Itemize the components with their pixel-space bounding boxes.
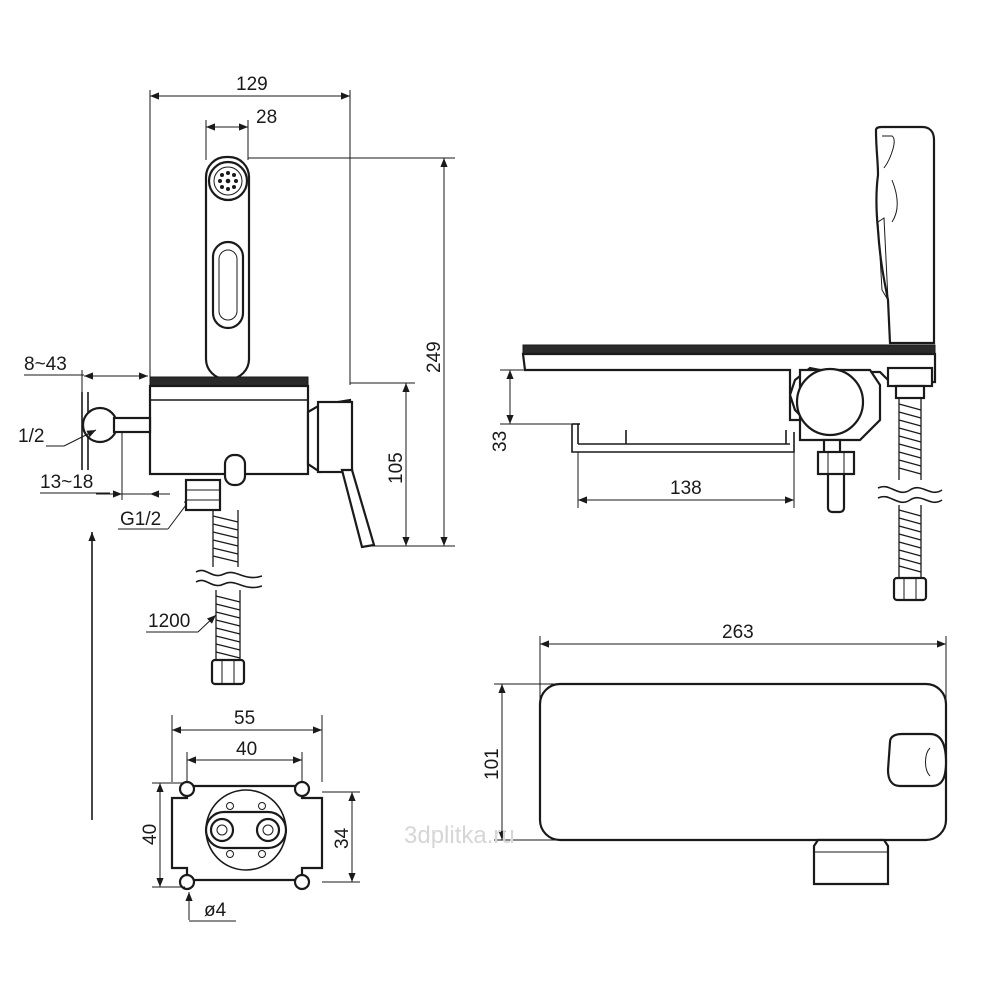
top-view-body: [538, 682, 948, 842]
g1-2-label: G1/2: [120, 509, 161, 530]
tray: [571, 424, 795, 453]
inlet-hole-left: [209, 817, 235, 843]
dim-34-label: 34: [332, 827, 353, 849]
side-hose: [877, 398, 943, 602]
spray-head-side: [874, 125, 936, 345]
dim-263-label: 263: [722, 622, 754, 643]
shelf-side: [522, 344, 936, 355]
dim-129-label: 129: [236, 74, 268, 95]
dim-1200-label: 1200: [148, 611, 190, 632]
hose-nut-top: [184, 478, 222, 512]
dim-101-label: 101: [482, 748, 503, 780]
dim-138-label: 138: [670, 478, 702, 499]
dim-28-label: 28: [256, 107, 277, 128]
nozzle-holes: [218, 171, 238, 191]
top-view: 263 101 3dplitka.ru: [404, 622, 948, 886]
dim-33-label: 33: [490, 431, 511, 452]
cartridge-circle: [795, 367, 865, 437]
inlet-hole-right: [255, 817, 281, 843]
watermark: 3dplitka.ru: [404, 822, 515, 849]
dim-8-43-label: 8~43: [24, 354, 67, 375]
lever-handle: [340, 468, 376, 549]
dim-40h-label: 40: [140, 824, 161, 845]
dim-249-label: 249: [424, 341, 445, 373]
mounting-plate-view: 55 40 40 34 ø4: [140, 708, 360, 922]
eccentric-nut: [81, 406, 119, 444]
front-view: 129 28 249 105: [18, 74, 455, 820]
spray-holder-top: [886, 732, 948, 788]
bottom-outlet: [223, 453, 247, 487]
lever-top: [812, 838, 890, 886]
dim-55-label: 55: [234, 708, 255, 729]
flexible-hose: [195, 510, 263, 660]
dim-40w-label: 40: [236, 739, 257, 760]
hose-nut-bottom: [210, 658, 246, 686]
shelf-top: [149, 376, 309, 387]
dim-1-2-label: 1/2: [18, 426, 44, 447]
dim-hole-label: ø4: [204, 900, 227, 921]
dim-13-18-label: 13~18: [40, 472, 93, 493]
side-view: 33 138: [490, 125, 943, 602]
spray-trigger: [211, 240, 245, 330]
dim-105-label: 105: [386, 452, 407, 484]
